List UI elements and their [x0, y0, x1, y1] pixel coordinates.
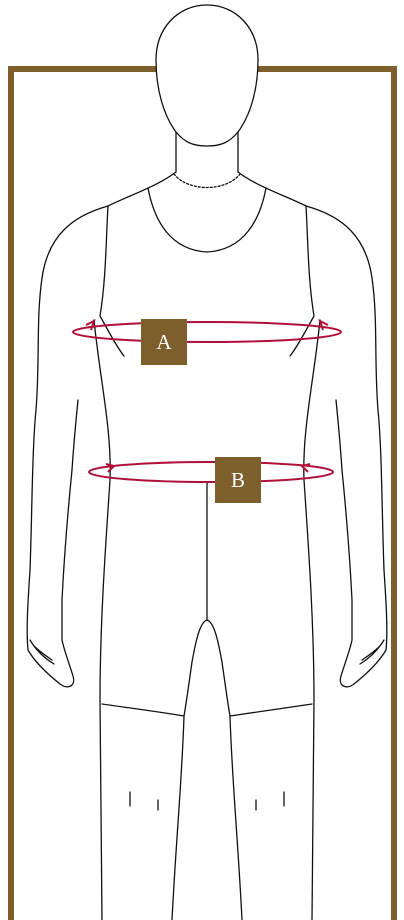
shorts-crotch-right	[207, 620, 230, 716]
left-torso-side	[94, 320, 110, 920]
waist-measure-line	[89, 462, 333, 482]
knee-marks	[130, 792, 284, 810]
waist-label: B	[231, 468, 245, 492]
right-hand-detail	[360, 640, 384, 664]
right-inner-leg	[230, 716, 242, 920]
measurement-lines	[73, 321, 341, 482]
frame-border	[11, 69, 394, 920]
chest-measure-line	[73, 322, 341, 342]
chest-label: A	[156, 330, 172, 354]
left-inner-leg	[172, 716, 184, 920]
right-shoulder-arm	[238, 172, 387, 687]
shorts-center-seam	[184, 482, 207, 716]
right-shorts-hem	[230, 704, 312, 716]
right-armhole	[290, 206, 314, 356]
left-hand-detail	[30, 640, 54, 664]
left-shoulder-arm	[27, 172, 176, 687]
left-shorts-hem	[102, 704, 184, 716]
right-torso-side	[304, 320, 320, 920]
left-armhole	[100, 206, 124, 356]
collar-dotted-line	[174, 174, 240, 188]
chest-arrow-right	[320, 321, 328, 330]
chest-arrow-left	[86, 321, 94, 330]
tank-neckline	[148, 188, 266, 252]
head-outline	[156, 5, 258, 146]
